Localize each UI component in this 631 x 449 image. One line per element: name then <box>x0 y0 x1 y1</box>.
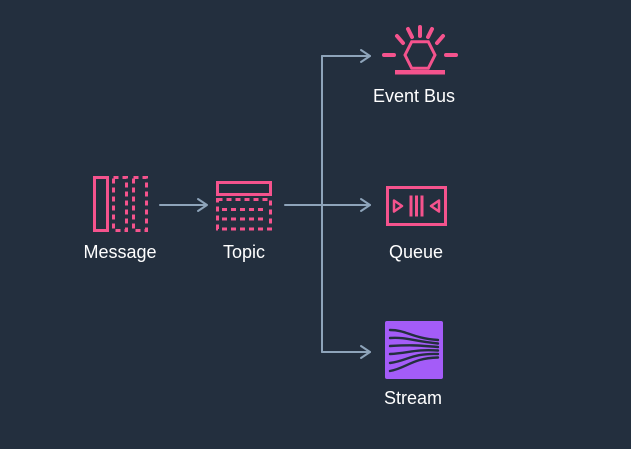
message-label: Message <box>83 242 157 262</box>
queue-icon <box>386 186 447 226</box>
edge-topic-to-stream <box>321 345 371 359</box>
topic-icon <box>216 181 272 231</box>
edge-message-to-topic <box>159 198 208 212</box>
message-icon <box>93 176 148 232</box>
event-bus-label: Event Bus <box>372 86 456 106</box>
edge-topic-to-event-bus <box>321 49 371 63</box>
edge-topic-to-queue <box>284 198 371 212</box>
queue-label: Queue <box>388 242 444 262</box>
stream-icon <box>385 321 443 379</box>
event-bus-icon <box>382 25 458 75</box>
topic-label: Topic <box>222 242 266 262</box>
stream-label: Stream <box>383 388 443 408</box>
